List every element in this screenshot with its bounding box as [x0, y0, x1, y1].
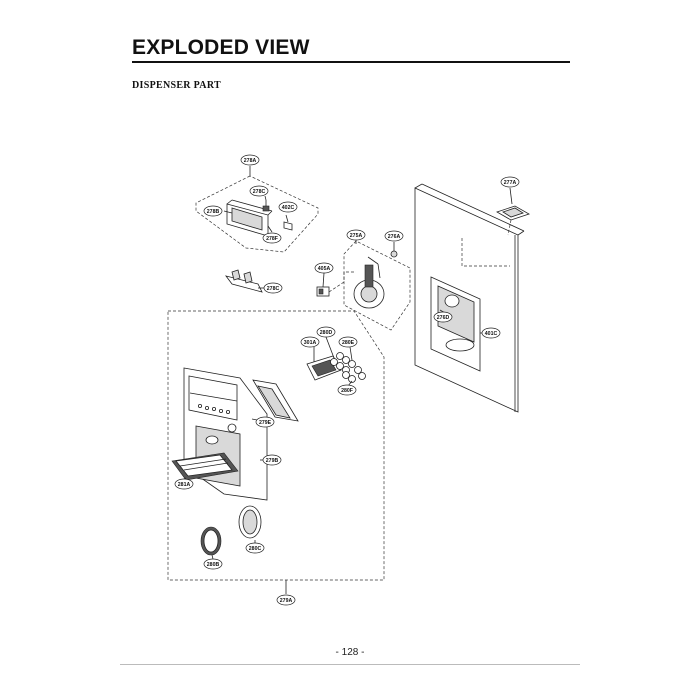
drip-tray-281a — [171, 452, 239, 481]
callout-401c: 401C — [481, 327, 501, 339]
svg-text:278A: 278A — [244, 158, 257, 164]
svg-text:277A: 277A — [504, 180, 517, 186]
callout-280d: 280D — [316, 326, 336, 338]
callout-278b: 278B — [203, 205, 223, 217]
callout-405a: 405A — [314, 262, 334, 274]
callout-279a: 279A — [276, 594, 296, 606]
connector-276a — [390, 250, 398, 258]
button-row — [197, 403, 230, 414]
frame-279e — [252, 379, 299, 422]
callout-280c: 280C — [245, 542, 265, 554]
svg-text:280F: 280F — [341, 388, 353, 394]
callout-277a: 277A — [500, 176, 520, 188]
dispenser-cover-bracket — [226, 199, 273, 237]
callout-402c: 402C — [278, 201, 298, 213]
svg-text:276A: 276A — [388, 234, 401, 240]
svg-text:401C: 401C — [485, 331, 498, 337]
auger-motor — [353, 256, 385, 309]
ring-280c — [238, 505, 262, 539]
svg-text:278C: 278C — [267, 286, 280, 292]
svg-text:280E: 280E — [342, 340, 355, 346]
dispenser-cavity — [430, 276, 481, 372]
svg-text:279B: 279B — [266, 458, 279, 464]
page-number: - 128 - — [335, 647, 365, 658]
callout-279e: 279E — [255, 416, 275, 428]
callout-280b: 280B — [203, 558, 223, 570]
buttons-280e — [330, 352, 366, 383]
svg-text:278C: 278C — [253, 189, 266, 195]
assembly-275a-group — [316, 240, 411, 331]
svg-text:279A: 279A — [280, 598, 293, 604]
callout-280f: 280F — [337, 384, 357, 396]
callout-276d: 276D — [433, 311, 453, 323]
svg-text:275A: 275A — [350, 233, 363, 239]
svg-text:405A: 405A — [318, 266, 331, 272]
callout-278a: 278A — [240, 154, 260, 166]
callout-278c-lower: 278C — [263, 282, 283, 294]
callout-276a: 276A — [384, 230, 404, 242]
callout-275a: 275A — [346, 229, 366, 241]
assembly-279a-group — [167, 310, 385, 594]
lever-278c-part — [225, 269, 265, 293]
svg-text:301A: 301A — [304, 340, 317, 346]
ring-280b — [200, 526, 222, 556]
title-underline — [132, 61, 570, 63]
switch-part — [262, 200, 270, 212]
svg-text:278B: 278B — [207, 209, 220, 215]
callout-301a: 301A — [300, 336, 320, 348]
svg-text:281A: 281A — [178, 482, 191, 488]
section-subtitle: DISPENSER PART — [132, 80, 221, 91]
callout-278c-top: 278C — [249, 185, 269, 197]
svg-text:402C: 402C — [282, 205, 295, 211]
svg-text:280B: 280B — [207, 562, 220, 568]
svg-text:278F: 278F — [266, 236, 278, 242]
callout-280e: 280E — [338, 336, 358, 348]
solenoid-405a — [316, 286, 330, 297]
page-title: EXPLODED VIEW — [132, 36, 310, 59]
dispenser-frame — [183, 367, 268, 501]
callout-281a: 281A — [174, 478, 194, 490]
small-lever — [283, 221, 293, 231]
svg-text:280C: 280C — [249, 546, 262, 552]
svg-text:280D: 280D — [320, 330, 333, 336]
refrigerator-door — [414, 183, 525, 413]
footer-rule — [120, 664, 580, 665]
svg-text:276D: 276D — [437, 315, 450, 321]
cap-277a — [496, 187, 530, 236]
callout-279b: 279B — [262, 454, 282, 466]
callout-278f: 278F — [262, 232, 282, 244]
svg-text:279E: 279E — [259, 420, 272, 426]
